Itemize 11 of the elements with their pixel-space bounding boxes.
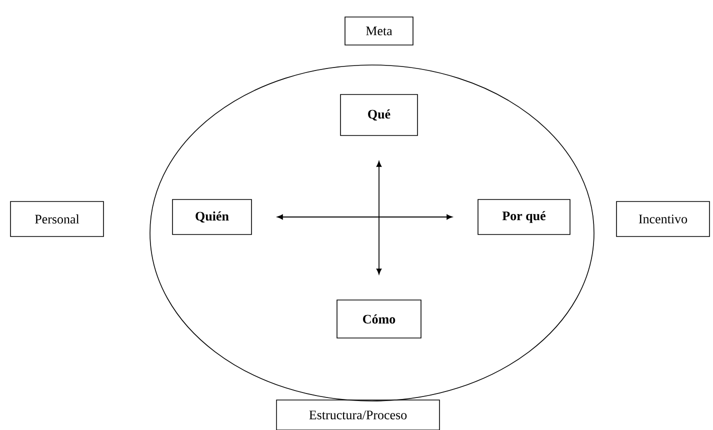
label-box: Meta [344,16,414,46]
label-box: Estructura/Proceso [276,400,440,430]
label-box: Quién [172,199,252,235]
label-box: Por qué [478,199,570,235]
label-box: Incentivo [616,201,710,237]
arrow [376,161,382,274]
label-box: Qué [340,94,418,136]
ellipse-shape [150,64,594,402]
label-box: Personal [10,201,104,237]
arrow [277,214,452,220]
label-box: Cómo [336,300,422,338]
